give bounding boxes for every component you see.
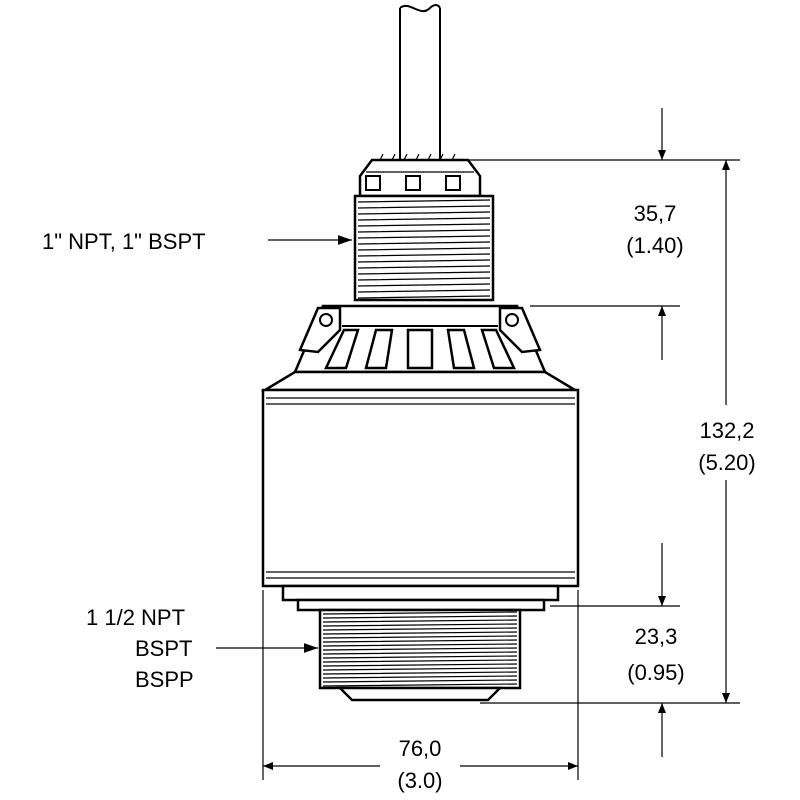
cable bbox=[399, 0, 441, 160]
overall-height-mm: 132,2 bbox=[699, 418, 754, 443]
top-thread bbox=[353, 194, 495, 302]
bottom-thread bbox=[318, 608, 522, 702]
width-mm: 76,0 bbox=[399, 736, 442, 761]
bottom-thread-callout-line2: BSPT bbox=[135, 636, 192, 661]
bottom-thread-callout-line1: 1 1/2 NPT bbox=[86, 605, 185, 630]
finned-shoulder bbox=[260, 304, 580, 392]
callout-leaders bbox=[216, 235, 352, 653]
extension-lines bbox=[262, 159, 740, 780]
width-in: (3.0) bbox=[397, 768, 442, 793]
overall-height-in: (5.20) bbox=[698, 450, 755, 475]
cable-gland bbox=[358, 153, 482, 198]
bottom-height-mm: 23,3 bbox=[635, 624, 678, 649]
top-thread-callout: 1" NPT, 1" BSPT bbox=[42, 229, 206, 254]
top-height-in: (1.40) bbox=[626, 233, 683, 258]
bottom-height-in: (0.95) bbox=[627, 660, 684, 685]
bottom-thread-callout-line3: BSPP bbox=[135, 667, 194, 692]
main-housing bbox=[261, 388, 580, 612]
top-height-mm: 35,7 bbox=[634, 201, 677, 226]
